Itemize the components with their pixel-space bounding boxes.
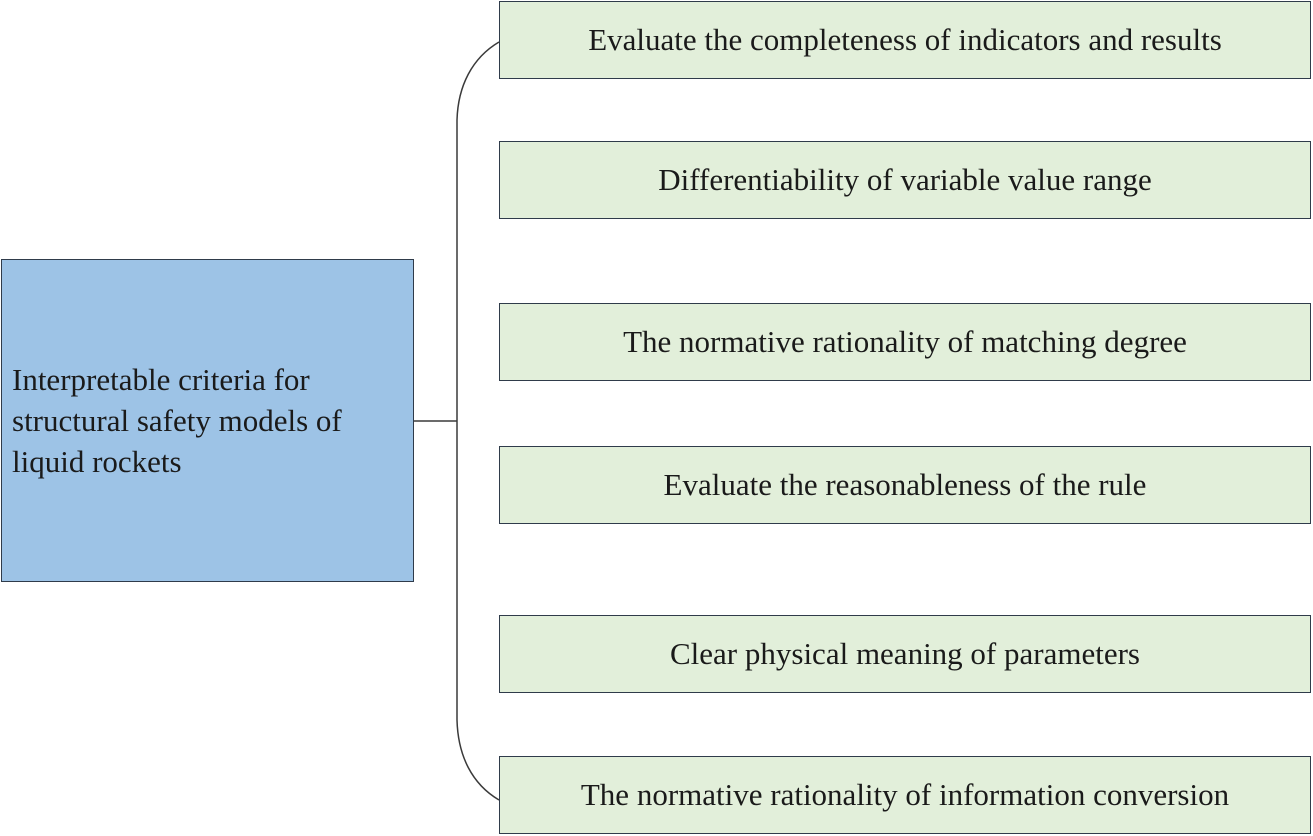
child-node-physical-meaning: Clear physical meaning of parameters xyxy=(499,615,1311,693)
root-node: Interpretable criteria for structural sa… xyxy=(1,259,414,582)
child-node-information-conversion: The normative rationality of information… xyxy=(499,756,1311,834)
child-node-matching-degree: The normative rationality of matching de… xyxy=(499,303,1311,381)
child-node-label: Evaluate the completeness of indicators … xyxy=(588,22,1222,57)
child-node-label: Clear physical meaning of parameters xyxy=(670,636,1140,671)
child-node-label: Evaluate the reasonableness of the rule xyxy=(663,467,1147,502)
child-node-label: The normative rationality of matching de… xyxy=(623,324,1187,359)
child-node-label: The normative rationality of information… xyxy=(580,777,1230,812)
child-node-label: Differentiability of variable value rang… xyxy=(658,162,1152,197)
root-node-label: Interpretable criteria for structural sa… xyxy=(12,362,342,479)
child-node-completeness: Evaluate the completeness of indicators … xyxy=(499,1,1311,79)
curly-bracket xyxy=(456,41,500,801)
child-node-differentiability: Differentiability of variable value rang… xyxy=(499,141,1311,219)
child-node-rule-reasonableness: Evaluate the reasonableness of the rule xyxy=(499,446,1311,524)
